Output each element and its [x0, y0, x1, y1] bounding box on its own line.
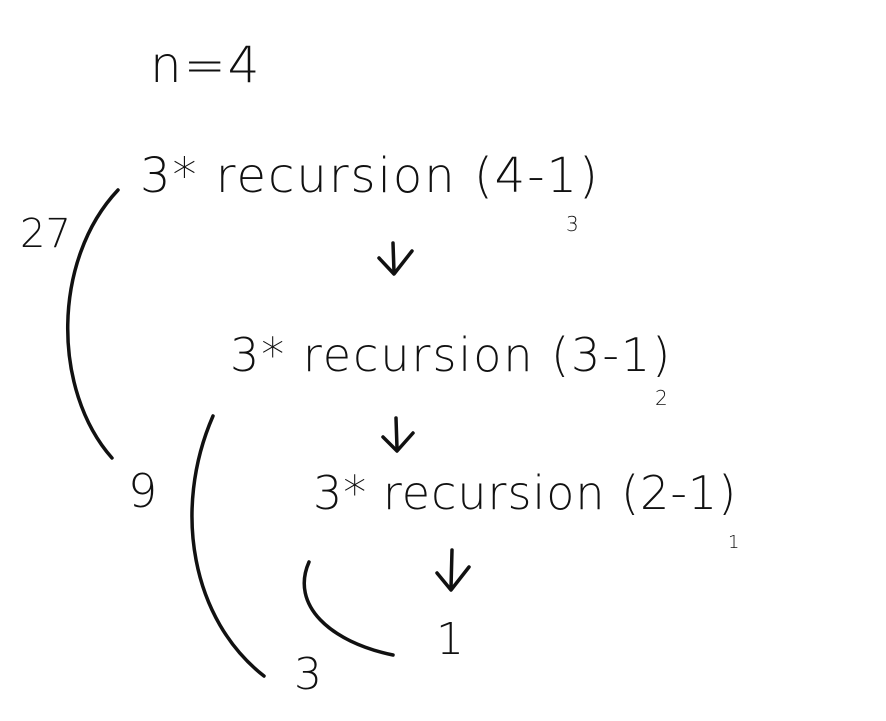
recursion-step-3: 3* recursion (2-1) — [313, 466, 738, 520]
step-1-subscript: 3 — [566, 212, 579, 236]
return-curve-9 — [190, 414, 266, 678]
down-arrow-2-icon — [381, 416, 415, 453]
result-value-9: 9 — [128, 464, 158, 518]
recursion-step-1: 3* recursion (4-1) — [140, 148, 600, 204]
step-3-subscript: 1 — [728, 532, 740, 553]
return-curve-3 — [302, 560, 395, 657]
down-arrow-1-icon — [377, 241, 414, 276]
result-value-3: 3 — [294, 649, 322, 700]
n-value-label: n=4 — [150, 36, 262, 94]
recursion-step-2: 3* recursion (3-1) — [230, 328, 673, 382]
base-case-value: 1 — [436, 614, 464, 665]
return-curve-27 — [66, 188, 120, 460]
step-2-subscript: 2 — [655, 386, 668, 410]
down-arrow-3-icon — [435, 548, 471, 592]
result-value-27: 27 — [20, 211, 71, 257]
